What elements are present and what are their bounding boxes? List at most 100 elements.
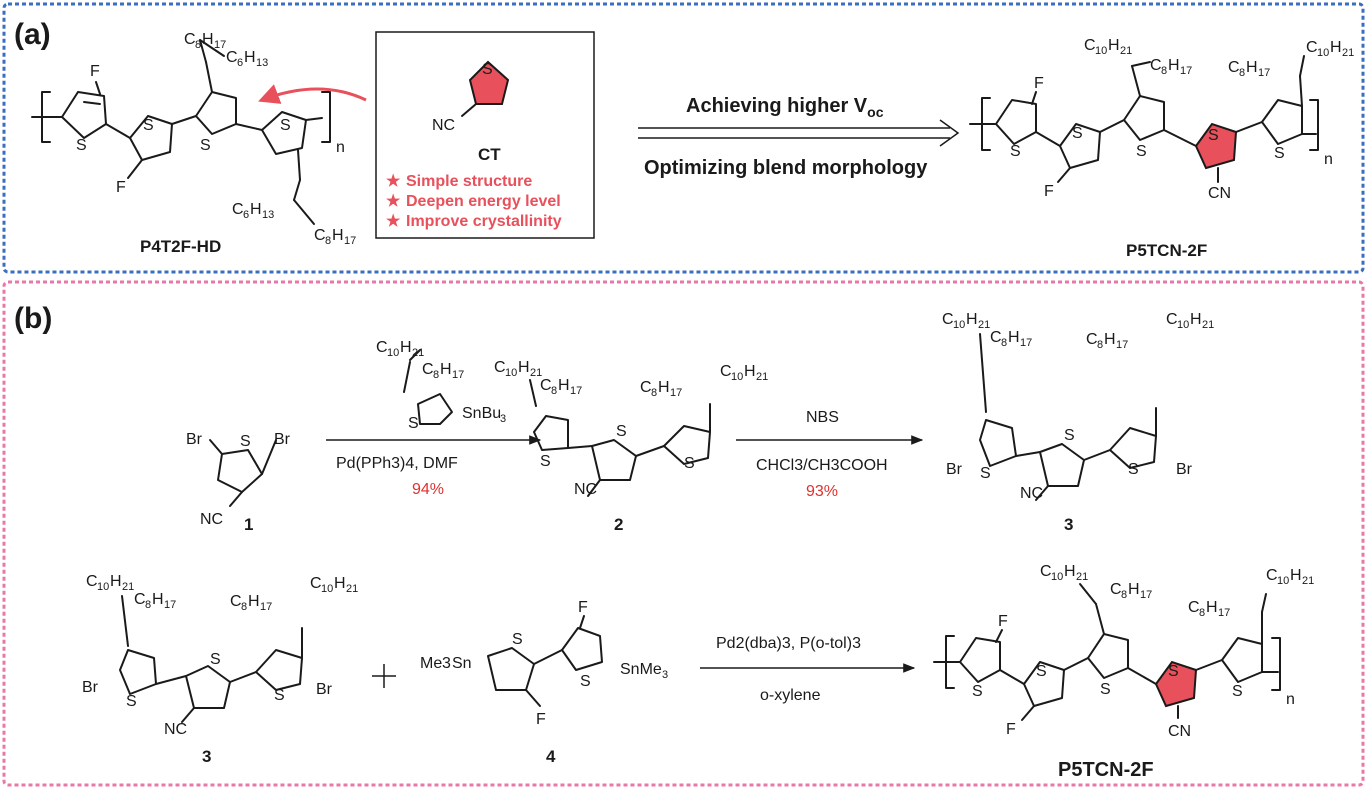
svg-text:C: C (230, 593, 242, 610)
svg-text:17: 17 (1258, 67, 1270, 79)
svg-text:SnBu: SnBu (462, 405, 501, 422)
step1-reagent: Pd(PPh3)4, DMF (336, 455, 458, 472)
panel-b-frame (2, 280, 1365, 787)
svg-text:H: H (244, 49, 256, 66)
svg-text:C: C (990, 329, 1002, 346)
svg-text:3: 3 (500, 413, 506, 425)
svg-text:21: 21 (1076, 571, 1088, 583)
svg-text:3: 3 (662, 669, 668, 681)
svg-text:17: 17 (452, 369, 464, 381)
svg-text:n: n (336, 139, 345, 156)
svg-text:H: H (1128, 581, 1140, 598)
svg-text:13: 13 (262, 209, 274, 221)
svg-text:21: 21 (1120, 45, 1132, 57)
svg-text:10: 10 (731, 371, 743, 383)
svg-text:S: S (540, 453, 551, 470)
compound-3-bottom-label: 3 (202, 747, 211, 766)
svg-text:21: 21 (1342, 47, 1354, 59)
svg-text:H: H (1108, 37, 1120, 54)
svg-text:H: H (248, 593, 260, 610)
step2-reagent-bottom: CHCl3/CH3COOH (756, 457, 888, 474)
svg-text:8: 8 (145, 599, 151, 611)
svg-text:S: S (1208, 127, 1219, 144)
svg-text:Sn: Sn (452, 655, 472, 672)
svg-text:S: S (1168, 663, 1179, 680)
svg-text:8: 8 (651, 387, 657, 399)
svg-text:NC: NC (1020, 485, 1043, 502)
svg-text:6: 6 (237, 57, 243, 69)
ct-insertion-arrow (258, 84, 367, 104)
svg-text:S: S (616, 423, 627, 440)
svg-text:H: H (334, 575, 346, 592)
svg-text:C: C (1150, 57, 1162, 74)
svg-text:S: S (76, 137, 87, 154)
svg-text:S: S (1136, 143, 1147, 160)
svg-text:C: C (314, 227, 326, 244)
svg-text:8: 8 (1161, 65, 1167, 77)
svg-text:C: C (640, 379, 652, 396)
svg-text:Me: Me (420, 655, 442, 672)
svg-text:H: H (1246, 59, 1258, 76)
svg-text:H: H (558, 377, 570, 394)
svg-text:C: C (1084, 37, 1096, 54)
ct-feature-1-star-icon: ★ (386, 173, 401, 190)
svg-text:C: C (1086, 331, 1098, 348)
svg-text:8: 8 (241, 601, 247, 613)
svg-text:21: 21 (1202, 319, 1214, 331)
svg-text:H: H (152, 591, 164, 608)
svg-text:17: 17 (570, 385, 582, 397)
panel-a-frame (2, 2, 1365, 274)
svg-text:NC: NC (164, 721, 187, 738)
svg-text:21: 21 (122, 581, 134, 593)
svg-text:C: C (310, 575, 322, 592)
svg-text:H: H (1064, 563, 1076, 580)
svg-text:S: S (1072, 125, 1083, 142)
ct-feature-3: Improve crystallinity (406, 213, 562, 230)
svg-text:H: H (1206, 599, 1218, 616)
svg-text:F: F (578, 599, 588, 616)
svg-text:H: H (518, 359, 530, 376)
svg-text:S: S (512, 631, 523, 648)
svg-text:8: 8 (433, 369, 439, 381)
svg-text:17: 17 (1116, 339, 1128, 351)
svg-text:3: 3 (442, 655, 451, 672)
svg-text:17: 17 (164, 599, 176, 611)
svg-text:H: H (1168, 57, 1180, 74)
step2-reagent-top: NBS (806, 409, 839, 426)
svg-text:SnMe: SnMe (620, 661, 662, 678)
svg-text:S: S (280, 117, 291, 134)
svg-text:F: F (536, 711, 546, 728)
svg-text:F: F (1044, 183, 1054, 200)
svg-text:10: 10 (321, 583, 333, 595)
svg-text:H: H (332, 227, 344, 244)
svg-text:C: C (1040, 563, 1052, 580)
svg-text:H: H (440, 361, 452, 378)
svg-text:H: H (1008, 329, 1020, 346)
svg-text:S: S (210, 651, 221, 668)
svg-text:17: 17 (670, 387, 682, 399)
svg-text:S: S (274, 687, 285, 704)
svg-text:S: S (482, 61, 493, 78)
svg-text:21: 21 (530, 367, 542, 379)
svg-text:C: C (1110, 581, 1122, 598)
svg-text:C: C (134, 591, 146, 608)
svg-text:CN: CN (1208, 185, 1231, 202)
svg-text:H: H (658, 379, 670, 396)
svg-text:C: C (494, 359, 506, 376)
svg-text:S: S (1128, 461, 1139, 478)
svg-text:17: 17 (260, 601, 272, 613)
svg-text:C: C (376, 339, 388, 356)
svg-text:17: 17 (1020, 337, 1032, 349)
svg-text:13: 13 (256, 57, 268, 69)
svg-text:8: 8 (195, 39, 201, 51)
svg-text:8: 8 (551, 385, 557, 397)
svg-text:8: 8 (1001, 337, 1007, 349)
svg-text:H: H (1330, 39, 1342, 56)
svg-text:H: H (202, 31, 214, 48)
svg-text:17: 17 (1140, 589, 1152, 601)
svg-text:C: C (232, 201, 244, 218)
